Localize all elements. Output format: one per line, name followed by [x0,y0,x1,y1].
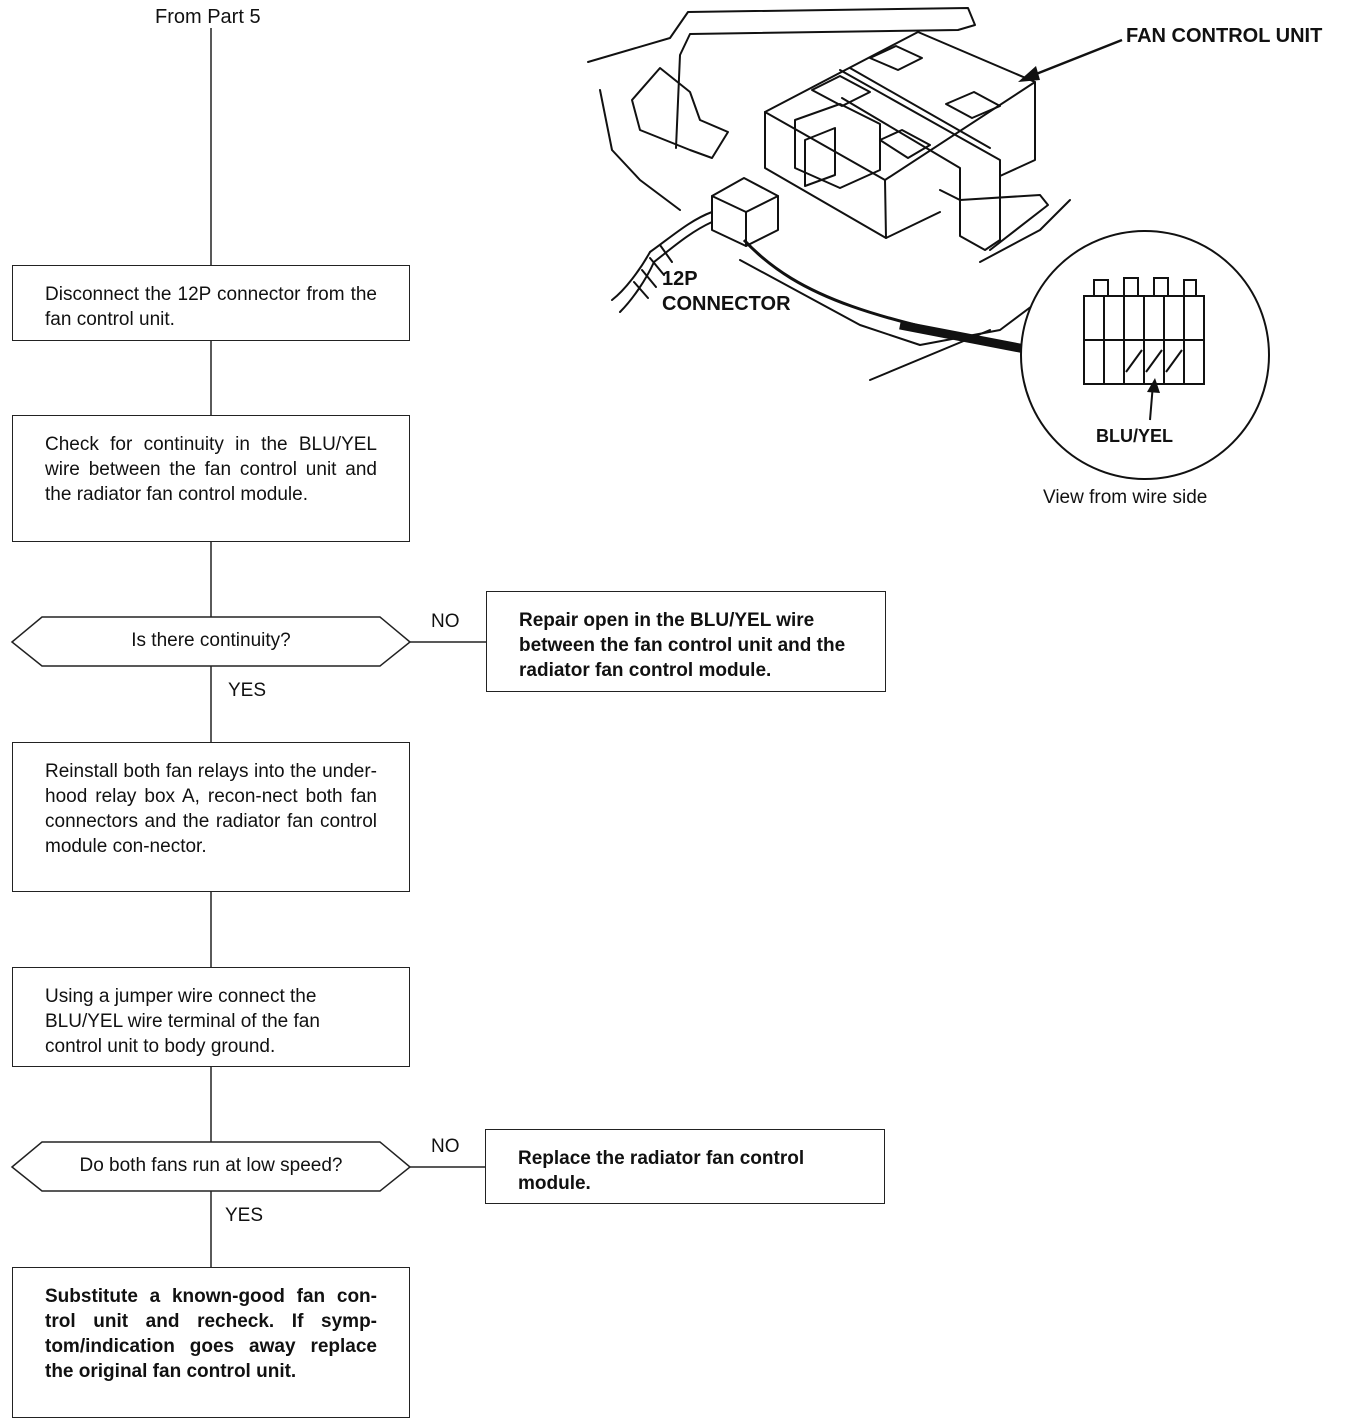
decision1-yes-label: YES [228,680,267,701]
decision-fans-run: Do both fans run at low speed? [79,1155,343,1176]
decision2-yes-label: YES [225,1205,264,1226]
view-caption: View from wire side [1043,487,1208,508]
decision-shape-2 [10,1141,412,1192]
fan-unit-arrow [1025,38,1123,80]
fan-control-unit-illustration [587,7,1071,381]
result-repair-open: Repair open in the BLU/YEL wire between … [486,591,886,692]
step-reinstall-relays: Reinstall both fan relays into the under… [12,742,410,892]
decision2-no-label: NO [431,1136,460,1157]
step-jumper-wire: Using a jumper wire connect the BLU/YEL … [12,967,410,1067]
blu-yel-pointer-head [1147,378,1160,393]
decision-shape-1 [10,616,412,667]
decision1-no-label: NO [431,611,460,632]
fan-control-unit-label: FAN CONTROL UNIT [1126,25,1323,47]
decision-continuity: Is there continuity? [131,630,291,651]
connector-label-connector: CONNECTOR [662,293,791,315]
step-substitute-unit: Substitute a known-good fan con-trol uni… [12,1267,410,1418]
step-check-continuity: Check for continuity in the BLU/YEL wire… [12,415,410,542]
connector-label-12p: 12P [662,268,698,290]
wire-leader-thick [899,320,1031,355]
start-label: From Part 5 [155,6,261,28]
blu-yel-label: BLU/YEL [1096,426,1174,446]
connector-face [1083,277,1205,385]
step-disconnect-connector: Disconnect the 12P connector from the fa… [12,265,410,341]
fan-unit-arrowhead [1018,66,1040,82]
result-replace-module: Replace the radiator fan control module. [485,1129,885,1204]
